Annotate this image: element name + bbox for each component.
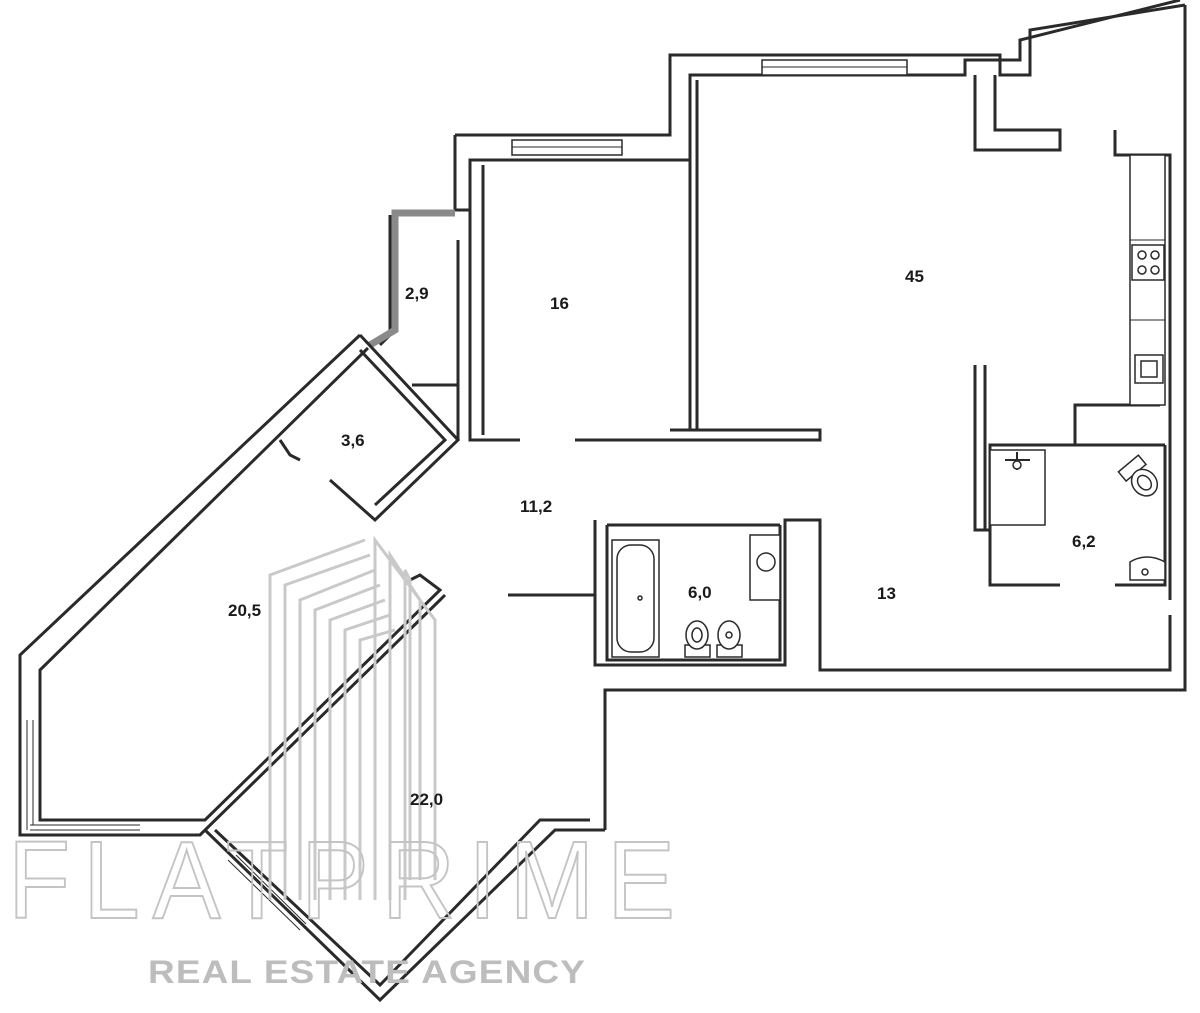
room-label-6-2: 6,2 <box>1072 532 1096 551</box>
stove-icon <box>1131 244 1165 281</box>
wall-45-bottom <box>575 428 822 442</box>
wall-right-outer <box>603 5 1187 830</box>
wall-bath60 <box>593 518 1172 672</box>
toilet-60-icon <box>684 620 711 658</box>
room-label-20-5: 20,5 <box>228 601 261 620</box>
room-label-22-0: 22,0 <box>410 790 443 809</box>
wall-3-6 <box>329 333 461 523</box>
wall-20-22 <box>140 573 443 822</box>
washbasin-60-icon <box>749 534 781 601</box>
room-label-45: 45 <box>905 267 924 286</box>
wall-upper-outline <box>453 0 1181 212</box>
watermark-tagline: REAL ESTATE AGENCY <box>148 954 586 990</box>
windows <box>511 59 908 156</box>
window-left <box>26 720 140 831</box>
bidet-icon <box>716 620 743 658</box>
washbasin-icon <box>1129 556 1166 581</box>
watermark: FLATPRIME REAL ESTATE AGENCY <box>7 535 688 990</box>
kitchen <box>1129 154 1166 406</box>
wall-20-5-outer <box>18 333 362 837</box>
wall-2-9-grey <box>368 209 455 349</box>
room-labels: 45 16 2,9 3,6 11,2 20,5 22,0 6,0 13 6,2 <box>228 267 1096 809</box>
room-label-16: 16 <box>550 294 569 313</box>
bathtub-icon <box>611 539 660 658</box>
shower-icon <box>1005 452 1030 470</box>
bathroom-60-fixtures <box>607 523 781 658</box>
wall-2-9 <box>378 215 392 347</box>
wall-22-bottom <box>203 828 605 1003</box>
room-label-6-0: 6,0 <box>688 583 712 602</box>
wall-bath62-right <box>1115 445 1167 587</box>
bathroom-62-fixtures <box>989 449 1166 581</box>
kitchen-sink-icon <box>1134 354 1164 384</box>
room-label-11-2: 11,2 <box>520 497 552 516</box>
wall-20-22-b <box>140 593 447 837</box>
room-label-3-6: 3,6 <box>341 431 365 450</box>
wall-upper-inner <box>455 3 1186 137</box>
wall-22-bottom-b <box>213 818 590 988</box>
wall-45-top-right <box>973 75 1062 152</box>
wall-20-5-outer-b <box>38 346 370 822</box>
watermark-logo-lines <box>268 535 437 900</box>
wall-16-bottom <box>468 210 520 442</box>
wall-3-6-inner <box>358 348 448 507</box>
wall-bath62-bottom <box>988 530 1060 587</box>
toilet-icon <box>1117 454 1159 497</box>
wall-kitchen-step <box>1073 403 1160 445</box>
room-label-13: 13 <box>877 584 896 603</box>
wall-3-6-stub <box>278 439 301 462</box>
room-label-2-9: 2,9 <box>405 284 429 303</box>
watermark-brand: FLATPRIME <box>8 819 688 942</box>
